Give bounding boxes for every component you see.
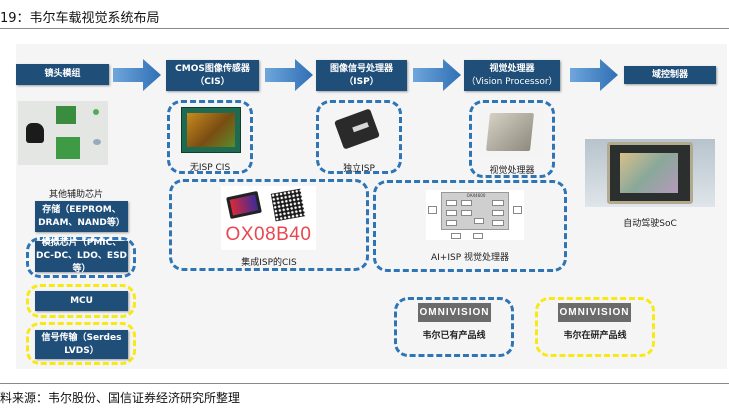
aux-chips-heading: 其他辅助芯片 [48,190,103,200]
processor-board-icon [56,137,80,159]
legend-developing-label: 韦尔在研产品线 [563,331,627,341]
ai-isp-block-diagram: OAX4600 [426,190,524,240]
source-divider [0,383,729,384]
soc-block: OAX4600 [441,192,509,230]
stage-sublabel: （CIS） [195,76,230,87]
soc-caption: 自动驾驶SoC [623,219,677,229]
source-note: 料来源：韦尔股份、国信证券经济研究所整理 [0,391,241,405]
legend-existing-frame [394,297,514,357]
stage-label: 镜头模组 [44,69,81,79]
chip-memory: 存储（EEPROM、 DRAM、NAND等） [35,201,128,232]
chip-sublabel: DRAM、NAND等） [38,217,125,228]
block [461,210,472,216]
chip-analog: 模拟芯片（PMIC、 DC-DC、LDO、ESD等） [35,238,128,274]
sensor-die [229,194,259,216]
block [492,200,504,206]
ox08b40-label: OX08B40 [225,224,312,245]
vision-processor-image [478,107,544,157]
stage-label: 域控制器 [651,69,688,80]
block [461,200,472,206]
flow-arrow-icon [570,59,618,91]
stage-lens-module: 镜头模组 [16,64,109,85]
block [446,210,457,216]
block [474,218,484,224]
stage-sublabel: （ISP） [344,76,379,87]
soc-image [585,139,715,207]
chip-label: 信号传输（Serdes [41,332,122,343]
chip-marking [352,122,369,133]
image-sensor-board-icon [56,106,76,124]
figure-title: 19：韦尔车载视觉系统布局 [0,11,160,26]
vision-processor-caption: 视觉处理器 [489,166,535,176]
block [492,210,504,216]
standalone-isp-caption: 独立ISP [343,164,375,174]
flow-arrow-icon [413,59,461,91]
output-block [513,206,522,214]
flow-arrow-icon [113,59,161,91]
chip-sublabel: LVDS） [64,345,99,356]
legend-developing-frame [535,297,655,357]
soc-die [620,153,678,193]
integrated-cis-caption: 集成ISP的CIS [241,258,297,268]
block [446,220,457,226]
no-isp-cis-frame [167,100,253,174]
processor-chip [486,113,534,151]
sensor-die [187,113,235,147]
stage-domain-controller: 域控制器 [624,66,716,84]
chip-sublabel: DC-DC、LDO、ESD等） [35,251,128,274]
stage-sublabel: （Vision Processor） [466,76,558,87]
title-divider [0,28,729,29]
lens-module-image [18,101,108,165]
stage-label: CMOS图像传感器 [175,63,250,74]
legend-existing-label: 韦尔已有产品线 [422,331,486,341]
stage-vision-processor: 视觉处理器 （Vision Processor） [464,60,560,91]
block [492,220,504,226]
block [473,233,483,239]
input-block [428,206,437,214]
component-icon [93,139,101,145]
existing-frame [26,237,136,278]
ai-isp-caption: AI+ISP 视觉处理器 [430,253,509,263]
stage-cis: CMOS图像传感器 （CIS） [166,60,259,91]
block [446,200,457,206]
chip-label: 模拟芯片（PMIC、 [41,238,122,248]
developing-frame [26,322,136,365]
stage-label: 图像信号处理器 [329,63,393,74]
component-icon [93,109,99,115]
developing-frame [26,284,136,318]
omnivision-logo: OMNIVISION [558,303,631,322]
bga-chip [270,188,306,222]
chip-serdes: 信号传输（Serdes LVDS） [35,330,128,359]
integrated-cis-image: OX08B40 [221,186,316,250]
block [451,233,461,239]
flow-arrow-icon [265,59,313,91]
stage-label: 视觉处理器 [489,63,535,74]
chip-mcu: MCU [35,291,128,311]
no-isp-cis-caption: 无ISP CIS [189,163,231,173]
omnivision-logo: OMNIVISION [418,303,491,322]
sensor-chip [226,190,262,220]
chip-label: 存储（EEPROM、 [42,204,121,215]
integrated-cis-frame [169,179,369,271]
vision-processor-frame [469,100,555,178]
chip-label: MCU [70,295,93,306]
soc-package [607,142,693,204]
stage-isp: 图像信号处理器 （ISP） [316,60,407,91]
standalone-isp-frame [316,100,402,174]
chip-name-label: OAX4600 [466,193,486,198]
camera-housing-icon [26,123,44,143]
ai-isp-frame [373,180,567,272]
cis-chip-image [181,107,241,153]
